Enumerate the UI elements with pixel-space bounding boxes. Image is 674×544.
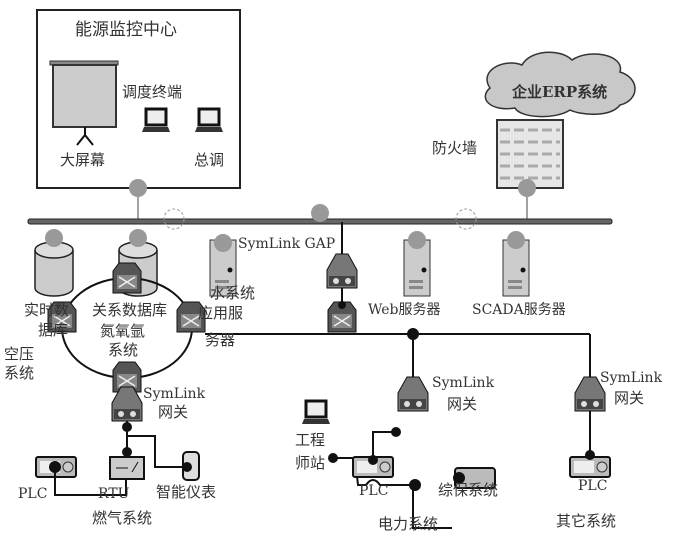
scada-server-label: SCADA服务器 <box>472 302 566 318</box>
erp-label: 企业ERP系统 <box>512 83 608 101</box>
web-server-label: Web服务器 <box>368 302 441 318</box>
ring-center-label-1: 氮氧氩 <box>100 322 146 340</box>
gas-plc-label: PLC <box>18 486 48 502</box>
big-screen-label: 大屏幕 <box>60 151 106 169</box>
ring-right-label: 水系统 <box>210 284 256 302</box>
gas-gateway-label-1: SymLink <box>143 386 206 402</box>
protection-label: 综保系统 <box>438 481 499 499</box>
gas-system-title: 燃气系统 <box>92 509 153 527</box>
engineer-station-label-1: 工程 <box>295 431 326 449</box>
other-system-title: 其它系统 <box>556 512 617 530</box>
meter-label: 智能仪表 <box>156 483 217 501</box>
firewall-label: 防火墙 <box>432 139 478 157</box>
app-server-label-2: 务器 <box>205 331 236 349</box>
dispatch-terminal-icon <box>140 107 172 134</box>
bus-nodes <box>129 179 536 222</box>
rtu-icon <box>109 456 145 480</box>
dashed-node <box>163 208 185 230</box>
gap-device-icon <box>326 253 358 289</box>
firewall-icon <box>496 119 564 189</box>
ring-center-label-2: 系统 <box>108 341 139 359</box>
rtu-label: RTU <box>98 486 130 502</box>
app-server-label-1: 应用服 <box>198 304 244 322</box>
gap-label: SymLink GAP <box>238 236 336 252</box>
realtime-db-icon <box>34 241 74 297</box>
engineer-station-label-2: 师站 <box>295 454 326 472</box>
dashed-node <box>455 208 477 230</box>
ring-switch-top <box>112 262 142 294</box>
chief-label: 总调 <box>194 151 225 169</box>
other-gateway-label-2: 网关 <box>614 389 645 407</box>
power-gateway-icon <box>397 376 429 412</box>
terminal-label: 调度终端 <box>122 83 183 101</box>
power-plc-label: PLC <box>359 483 389 499</box>
power-gateway-label-2: 网关 <box>447 395 478 413</box>
realtime-db-label-2: 据库 <box>38 321 69 339</box>
engineer-station-icon <box>300 399 332 426</box>
power-gateway-label-1: SymLink <box>432 375 495 391</box>
ring-left-label-2: 系统 <box>4 364 35 382</box>
gas-gateway-label-2: 网关 <box>158 403 189 421</box>
chief-terminal-icon <box>193 107 225 134</box>
relational-db-label: 关系数据库 <box>92 301 168 319</box>
other-plc-label: PLC <box>578 478 608 494</box>
realtime-db-label-1: 实时数 <box>24 301 70 319</box>
control-center-title: 能源监控中心 <box>75 20 177 40</box>
power-system-title: 电力系统 <box>378 515 439 533</box>
big-screen-icon <box>49 60 119 146</box>
erp-cloud-icon <box>484 51 636 118</box>
ring-left-label-1: 空压 <box>4 345 35 363</box>
other-gateway-label-1: SymLink <box>600 370 663 386</box>
